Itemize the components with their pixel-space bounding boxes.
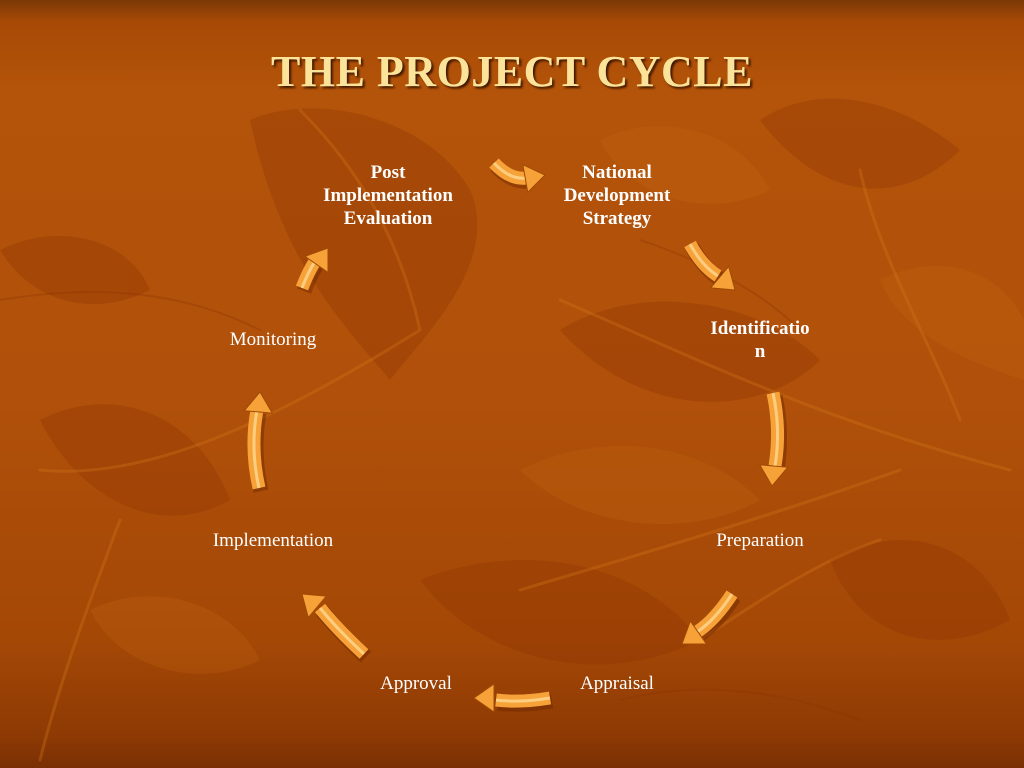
arrow-preparation-to-appraisal — [681, 590, 741, 645]
step-label-line: Strategy — [582, 208, 652, 229]
page-title: THE PROJECT CYCLE — [271, 47, 753, 96]
step-label-line: Evaluation — [343, 208, 433, 229]
step-label-line: Approval — [380, 673, 452, 694]
step-monitoring: Monitoring — [203, 328, 343, 351]
arrow-appraisal-to-approval — [473, 683, 554, 713]
arrow-monitoring-to-pie — [295, 247, 329, 294]
step-preparation: Preparation — [690, 529, 830, 552]
step-label-line: Identificatio — [710, 318, 810, 339]
arrow-pie-to-ned — [489, 158, 546, 194]
step-label-line: Implementation — [212, 530, 334, 551]
step-appraisal: Appraisal — [557, 672, 677, 695]
step-label-line: Monitoring — [229, 329, 317, 350]
step-label-line: Appraisal — [580, 673, 654, 694]
step-label-line: National — [582, 162, 652, 183]
step-label-line: n — [754, 341, 766, 362]
arrow-approval-to-implementation — [301, 593, 372, 663]
step-label-line: Implementation — [323, 185, 453, 206]
arrow-identification-to-preparation — [758, 391, 789, 487]
step-label-line: Development — [563, 185, 671, 206]
step-approval: Approval — [356, 672, 476, 695]
arrow-ned-to-identification — [684, 240, 736, 291]
arrow-implementation-to-monitoring — [243, 391, 274, 493]
step-label-line: Post — [370, 162, 406, 183]
step-implementation: Implementation — [193, 529, 353, 552]
step-label-line: Preparation — [716, 530, 804, 551]
